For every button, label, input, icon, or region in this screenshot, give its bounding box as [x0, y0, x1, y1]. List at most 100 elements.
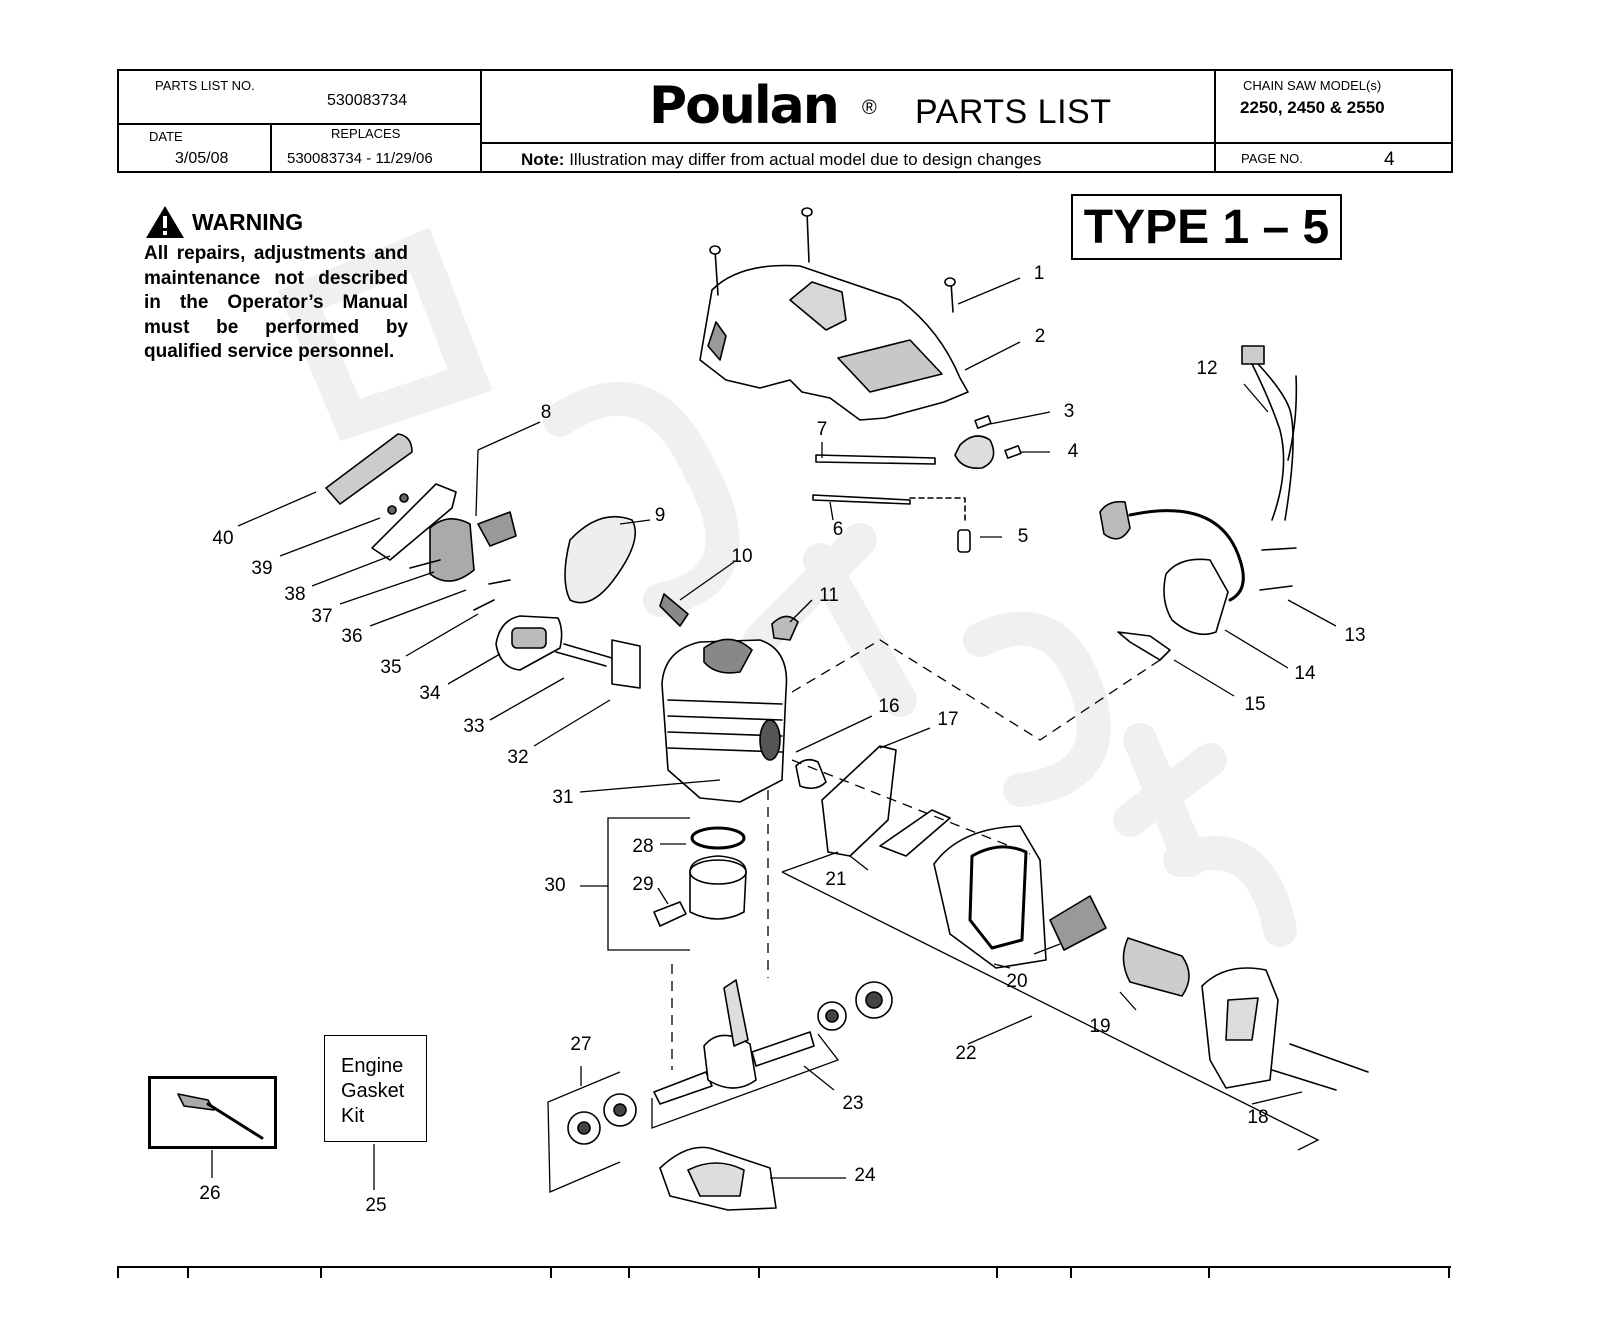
muffler-part: [933, 825, 1107, 969]
type-range-box: TYPE 1 – 5: [1071, 194, 1342, 260]
callout-number: 8: [540, 402, 552, 423]
intake-flange-part: [473, 579, 563, 671]
date-label: DATE: [149, 129, 183, 144]
kit-line: Kit: [341, 1105, 365, 1127]
callout-number: 36: [341, 626, 363, 647]
page-number: 4: [1384, 149, 1395, 170]
callout-number: 1: [1033, 263, 1045, 284]
page-label: PAGE NO.: [1241, 151, 1303, 166]
ignition-module-part: [1099, 500, 1297, 636]
model-label: CHAIN SAW MODEL(s): [1243, 78, 1382, 93]
note-label: Note:: [521, 150, 565, 169]
callout-number: 30: [544, 875, 566, 896]
document-title: PARTS LIST: [915, 93, 1112, 131]
date-value: 3/05/08: [175, 150, 229, 167]
callout-number: 10: [731, 546, 753, 567]
warning-title: WARNING: [192, 208, 304, 235]
switch-wire-harness-part: [1241, 345, 1298, 521]
callout-number: 5: [1017, 526, 1029, 547]
muffler-gasket-part: [795, 758, 827, 790]
bearing-part: [567, 1093, 637, 1145]
registered-mark: ®: [862, 97, 877, 119]
callout-number: 14: [1294, 663, 1316, 684]
cylinder-part: [661, 638, 788, 803]
piston-ring-part: [690, 826, 746, 850]
spark-plug-wrench-part: [177, 1093, 264, 1140]
tool-box-frame: [148, 1076, 277, 1149]
kit-line: Engine: [341, 1055, 404, 1077]
callout-number: 3: [1063, 401, 1075, 422]
carburetor-part: [371, 483, 517, 582]
callout-number: 25: [365, 1195, 387, 1216]
callout-number: 23: [842, 1093, 864, 1114]
top-cover-part: [699, 264, 969, 421]
callout-number: 37: [311, 606, 333, 627]
spark-plug-part: [659, 593, 689, 627]
warning-text: All repairs, adjustments and maintenance…: [144, 243, 408, 362]
warning-heading: WARNING: [144, 204, 408, 240]
parts-list-header: PARTS LIST NO. 530083734 DATE 3/05/08 RE…: [117, 69, 1453, 173]
replaces-label: REPLACES: [331, 126, 401, 141]
header-rule: [119, 123, 480, 125]
parts-list-no: 530083734: [327, 92, 408, 109]
exhaust-gasket-part: [879, 809, 951, 857]
callout-number: 39: [251, 558, 273, 579]
warning-notice: WARNING All repairs, adjustments and mai…: [144, 204, 408, 365]
callout-number: 6: [832, 519, 844, 540]
header-divider: [270, 124, 272, 171]
small-hardware-part: [812, 415, 1022, 553]
callout-number: 22: [955, 1043, 977, 1064]
heat-shield-part: [821, 745, 897, 857]
callout-number: 38: [284, 584, 306, 605]
callout-number: 4: [1067, 441, 1079, 462]
callout-number: 21: [825, 869, 847, 890]
callout-number: 27: [570, 1034, 592, 1055]
watermark-logo: [277, 227, 1297, 947]
callout-number: 11: [819, 585, 839, 606]
replaces-value: 530083734 - 11/29/06: [287, 150, 433, 167]
callout-number: 33: [463, 716, 485, 737]
callout-number: 28: [632, 836, 654, 857]
footer-rule: [117, 1266, 1451, 1268]
header-divider: [1214, 71, 1216, 171]
warning-triangle-icon: [146, 206, 184, 238]
callout-number: 2: [1034, 326, 1046, 347]
callout-number: 12: [1196, 358, 1218, 379]
crankshaft-part: [653, 979, 893, 1105]
callout-number: 29: [632, 874, 654, 895]
callout-number: 13: [1344, 625, 1366, 646]
intake-boot-part: [564, 516, 636, 604]
note-text: Illustration may differ from actual mode…: [569, 150, 1042, 169]
callout-number: 35: [380, 657, 402, 678]
illustration-note: Note: Illustration may differ from actua…: [521, 150, 1041, 170]
kit-line: Gasket: [341, 1080, 405, 1102]
callout-number: 18: [1247, 1107, 1269, 1128]
muffler-cover-part: [1201, 967, 1369, 1091]
spark-arrestor-screen-part: [1122, 937, 1190, 997]
callout-number: 26: [199, 1183, 221, 1204]
piston-part: [689, 855, 747, 920]
spark-boot-part: [771, 615, 799, 641]
callout-number: 40: [212, 528, 234, 549]
cylinder-bolt-part: [555, 643, 613, 667]
callout-number: 19: [1089, 1016, 1111, 1037]
callout-number: 9: [654, 505, 666, 526]
air-filter-part: [325, 433, 413, 505]
callout-number: 31: [552, 787, 574, 808]
engine-gasket-kit-box: Engine Gasket Kit: [324, 1035, 427, 1142]
model-list: 2250, 2450 & 2550: [1240, 98, 1385, 117]
callout-number: 34: [419, 683, 441, 704]
callout-number: 15: [1244, 694, 1266, 715]
callout-number: 16: [878, 696, 900, 717]
header-rule: [480, 142, 1451, 144]
poulan-logo: Poulan: [649, 76, 840, 136]
callout-number: 17: [937, 709, 959, 730]
leader-lines: [211, 277, 1337, 1193]
parts-list-no-label: PARTS LIST NO.: [155, 78, 255, 93]
callout-number: 24: [854, 1165, 876, 1186]
header-divider: [480, 71, 482, 171]
callout-number: 7: [816, 419, 828, 440]
callout-number: 32: [507, 747, 529, 768]
cover-screw-part: [709, 207, 956, 313]
